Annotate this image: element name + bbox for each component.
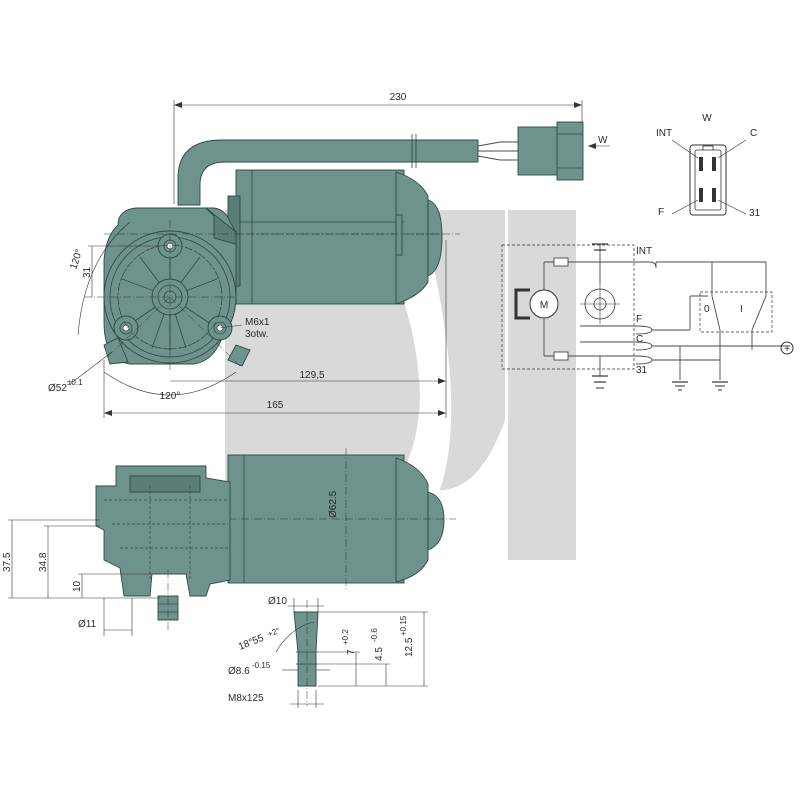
motor-label: M <box>540 300 548 311</box>
shaft-angle: 18°55 <box>237 633 266 653</box>
dim-dia-52-tol: ±0.1 <box>67 378 83 387</box>
circuit-int: INT <box>636 246 652 257</box>
shaft-len-12-tol: +0.15 <box>399 615 408 636</box>
dim-37: 37.5 <box>2 552 13 572</box>
circuit-f: F <box>636 314 642 325</box>
dim-129: 129,5 <box>299 370 324 381</box>
shaft-thread: M8x125 <box>228 693 264 704</box>
dim-10: 10 <box>72 580 83 592</box>
pin-f: F <box>658 207 664 218</box>
dim-holes: 3otw. <box>245 329 268 340</box>
dim-thread-m6: M6x1 <box>245 317 270 328</box>
connector-plug <box>517 126 561 176</box>
switch-1: I <box>740 304 743 315</box>
shaft-len-7: 7 <box>346 649 357 655</box>
shaft-spline <box>293 611 319 687</box>
shaft-detail: Ø10 18°55 +2° Ø8.6 -0.15 M8x125 7 +0.2 4… <box>228 596 428 708</box>
circuit-31: 31 <box>636 365 648 376</box>
pin-title: W <box>702 113 712 124</box>
dim-165: 165 <box>267 400 284 411</box>
dim-dia-62: Ø62.5 <box>328 490 339 518</box>
mounting-boss-left <box>113 315 139 341</box>
connector-label: W <box>598 135 608 146</box>
circuit-c: C <box>636 334 643 345</box>
dim-dia-11: Ø11 <box>78 619 97 630</box>
pin-31: 31 <box>749 208 761 219</box>
shaft-len-4: 4.5 <box>374 647 385 661</box>
dim-31: 31 <box>82 266 93 278</box>
circuit-plus: + <box>784 344 790 355</box>
circuit-diagram: M INT F C 31 0 I <box>501 243 794 391</box>
switch-0: 0 <box>704 304 710 315</box>
pin-c: C <box>750 128 757 139</box>
shaft-dia-10: Ø10 <box>268 596 287 607</box>
dim-34: 34.8 <box>38 552 49 572</box>
shaft-len-12: 12.5 <box>404 637 415 657</box>
shaft-dia-8: Ø8.6 <box>228 666 250 677</box>
dim-angle-bottom: 120° <box>160 391 181 402</box>
dim-dia-52: Ø52 <box>48 383 67 394</box>
shaft-len-4-tol: -0.6 <box>370 628 379 642</box>
shaft-dia-8-tol: -0.15 <box>252 661 271 670</box>
connector-pin-diagram: W INT C F 31 <box>656 113 761 219</box>
shaft-len-7-tol: +0.2 <box>341 629 350 645</box>
dim-230: 230 <box>390 92 407 103</box>
side-view-dimensions: 37.5 34.8 10 Ø11 <box>2 519 160 636</box>
shaft-angle-tol: +2° <box>266 626 281 639</box>
motor-can <box>235 169 405 305</box>
pin-int: INT <box>656 128 672 139</box>
